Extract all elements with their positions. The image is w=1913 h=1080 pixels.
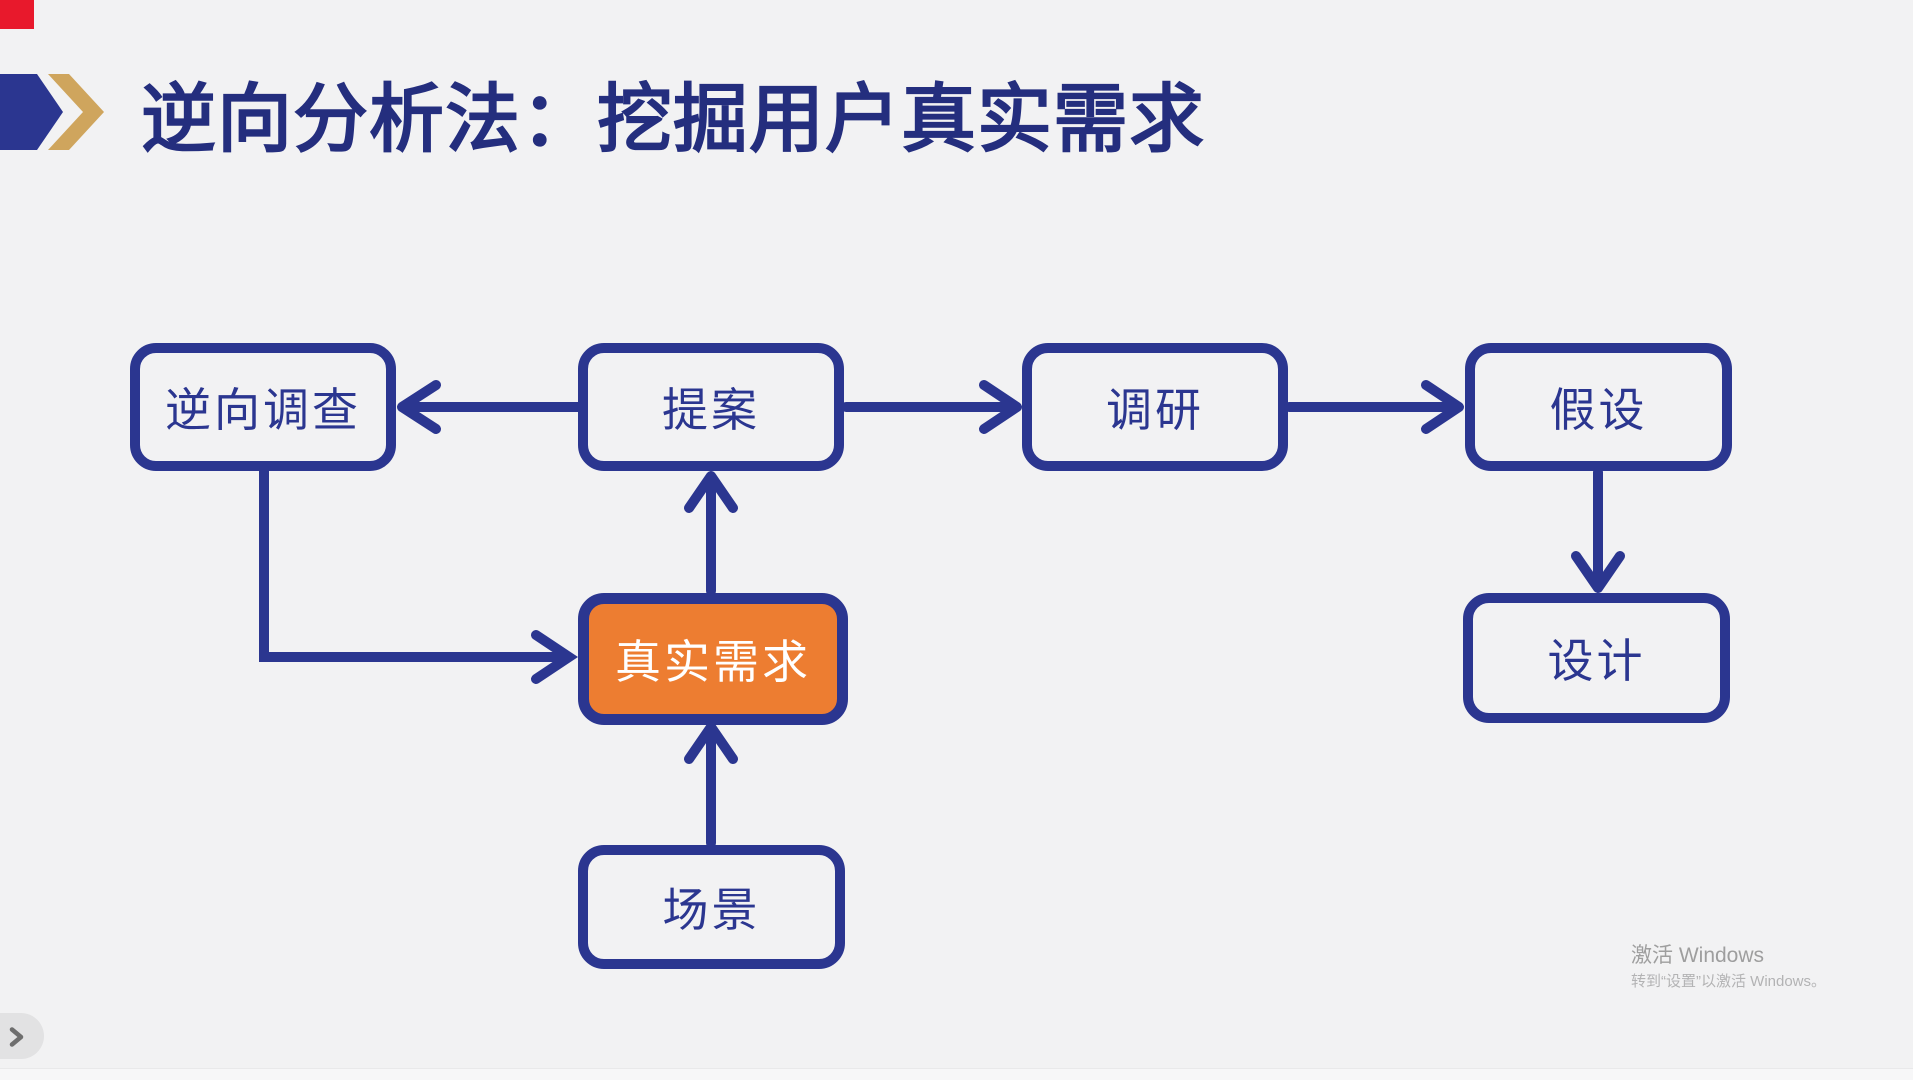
chevron-right-icon bbox=[9, 1027, 24, 1047]
arrow-proposal-to-research bbox=[841, 380, 1022, 434]
watermark-line2: 转到“设置”以激活 Windows。 bbox=[1631, 973, 1827, 990]
flow-node-scene: 场景 bbox=[578, 845, 845, 969]
navy-chevron-icon bbox=[0, 74, 63, 150]
flow-node-research: 调研 bbox=[1022, 343, 1288, 471]
windows-activation-watermark: 激活 Windows 转到“设置”以激活 Windows。 bbox=[1631, 944, 1826, 991]
flow-node-real-need-highlighted: 真实需求 bbox=[578, 593, 848, 725]
arrow-proposal-to-reverse-survey bbox=[397, 380, 583, 434]
flow-node-label: 逆向调查 bbox=[165, 383, 361, 437]
flow-node-label: 提案 bbox=[662, 383, 760, 437]
flow-node-hypothesis: 假设 bbox=[1465, 343, 1732, 471]
title-bullet-logo bbox=[0, 74, 104, 150]
flow-node-label: 假设 bbox=[1549, 383, 1648, 437]
arrow-hypothesis-to-design bbox=[1571, 467, 1625, 593]
arrow-reverse-survey-to-real-need bbox=[259, 465, 579, 684]
next-slide-button[interactable] bbox=[0, 1013, 44, 1059]
red-corner-marker bbox=[0, 0, 34, 29]
flow-node-label: 场景 bbox=[662, 883, 761, 937]
flow-node-label: 调研 bbox=[1106, 383, 1204, 437]
arrow-scene-to-real-need bbox=[684, 722, 738, 848]
arrow-research-to-hypothesis bbox=[1284, 380, 1464, 434]
page-title: 逆向分析法：挖掘用户真实需求 bbox=[141, 76, 1206, 161]
gold-chevron-icon bbox=[48, 74, 104, 150]
flow-node-proposal: 提案 bbox=[578, 343, 844, 471]
arrow-real-need-to-proposal bbox=[684, 471, 738, 596]
flow-node-label: 真实需求 bbox=[615, 635, 811, 689]
bottom-edge-strip bbox=[0, 1068, 1913, 1080]
flow-node-design: 设计 bbox=[1463, 593, 1730, 723]
watermark-line1: 激活 Windows bbox=[1631, 944, 1765, 967]
flow-node-reverse-survey: 逆向调查 bbox=[130, 343, 396, 471]
flow-node-label: 设计 bbox=[1547, 634, 1646, 688]
